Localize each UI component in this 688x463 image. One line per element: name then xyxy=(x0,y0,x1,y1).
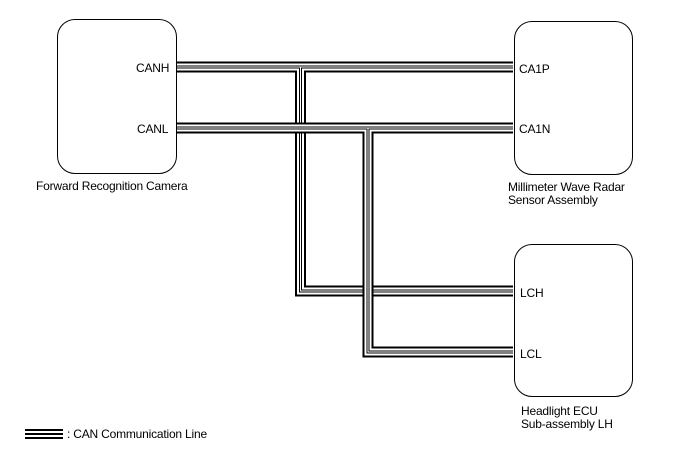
pin-ca1n: CA1N xyxy=(519,122,551,136)
legend-label: : CAN Communication Line xyxy=(67,427,207,441)
pin-lch: LCH xyxy=(520,286,544,300)
radar-name-line2: Sensor Assembly xyxy=(508,193,598,207)
millimeter-wave-radar-box xyxy=(514,21,633,175)
pin-canl: CANL xyxy=(137,122,169,136)
headlight-name-line2: Sub-assembly LH xyxy=(521,417,613,431)
pin-canh: CANH xyxy=(136,61,170,75)
canl-wire xyxy=(177,122,513,358)
pin-lcl: LCL xyxy=(520,347,542,361)
radar-name-line1: Millimeter Wave Radar xyxy=(508,180,625,194)
legend-symbol xyxy=(25,429,63,439)
headlight-name-line1: Headlight ECU xyxy=(521,404,598,418)
camera-name: Forward Recognition Camera xyxy=(36,179,188,193)
canh-wire xyxy=(177,61,513,297)
pin-ca1p: CA1P xyxy=(519,62,550,76)
headlight-ecu-box xyxy=(514,244,633,397)
forward-recognition-camera-box xyxy=(57,19,177,174)
